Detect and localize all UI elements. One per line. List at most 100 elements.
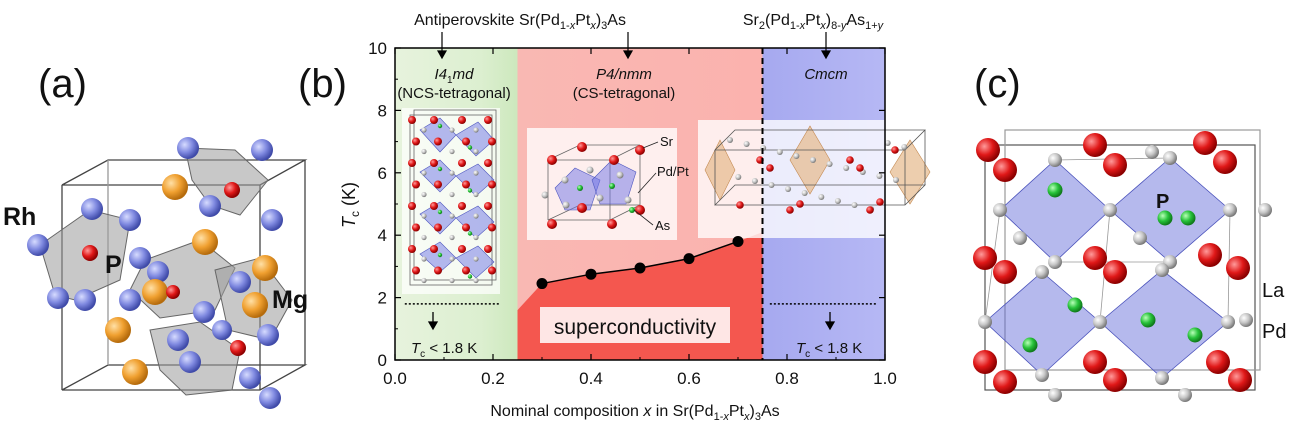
pd-atom	[473, 213, 479, 219]
pd-atom	[421, 127, 427, 133]
la-atom	[993, 158, 1017, 182]
pd-atom	[1093, 315, 1107, 329]
x-tick-label: 0.8	[775, 369, 799, 388]
sr-atom	[635, 205, 645, 215]
y-tick-label: 4	[378, 226, 387, 245]
p-atom	[1157, 210, 1173, 226]
structure-inset-cs: Sr Pd/Pt As	[527, 128, 689, 240]
sr-atom	[434, 266, 442, 275]
la-atom	[976, 138, 1000, 162]
pd-atom	[1035, 368, 1049, 382]
la-atom	[1103, 153, 1127, 177]
pd-atom	[624, 196, 632, 204]
structure-c: P La Pd	[973, 129, 1286, 402]
sr-atom	[462, 266, 470, 275]
sr-atom	[412, 137, 420, 146]
sr-atom	[488, 223, 496, 232]
as-atom	[437, 209, 443, 215]
as-atom	[609, 183, 615, 189]
atom-label-p-c: P	[1156, 191, 1169, 213]
sr-atom	[434, 223, 442, 232]
y-tick-label: 2	[378, 289, 387, 308]
pd-atom	[561, 176, 569, 184]
pd-atom	[586, 166, 594, 174]
pd-atom	[473, 277, 479, 284]
label-as: As	[655, 218, 671, 233]
sr-atom	[488, 137, 496, 146]
tc-point	[683, 253, 695, 265]
as-atom	[437, 123, 443, 129]
pd-atom	[776, 149, 783, 155]
atom-label-pd: Pd	[1262, 321, 1286, 343]
sr-atom	[408, 159, 416, 167]
sr-atom	[796, 200, 804, 208]
p-atom	[1022, 337, 1038, 353]
pd-atom	[449, 277, 455, 284]
tc-series-points	[536, 235, 744, 290]
pd-atom	[735, 174, 742, 180]
top-label-arrows	[436, 32, 832, 60]
sr-atom	[430, 202, 438, 210]
la-atom	[993, 260, 1017, 284]
atom-label-rh: Rh	[3, 203, 36, 231]
y-axis-label: Tc (K)	[339, 182, 362, 228]
octahedra-c	[984, 157, 1231, 379]
pd-atom	[843, 165, 850, 171]
pd-atom	[901, 144, 908, 150]
sr-atom	[846, 156, 854, 164]
as-atom	[467, 145, 473, 150]
p-atom	[1180, 210, 1196, 226]
sr-atom	[462, 137, 470, 146]
sr-atom	[484, 202, 492, 210]
chart-b: Sr Pd/Pt As	[339, 12, 942, 423]
y-tick-label: 6	[378, 164, 387, 183]
as-atom	[437, 166, 443, 172]
as-atom	[629, 207, 635, 213]
sr-atom	[458, 202, 466, 210]
pd-atom	[473, 148, 479, 155]
la-atom	[1083, 246, 1107, 270]
pd-atom	[449, 127, 455, 133]
pd-atom	[993, 203, 1007, 217]
tc-point	[536, 278, 548, 290]
la-atom	[1083, 350, 1107, 374]
sr-atom	[891, 146, 899, 154]
sr-atom	[607, 219, 617, 229]
pd-atom	[473, 170, 479, 176]
tc-bound-label-right: Tc < 1.8 K	[796, 340, 862, 360]
x-tick-label: 0.6	[677, 369, 701, 388]
mg-atoms	[105, 174, 278, 385]
as-atom	[437, 252, 443, 258]
sr-atom	[488, 180, 496, 189]
tc-bound-arrows	[427, 312, 836, 331]
pd-atom	[1048, 388, 1062, 402]
x-axis-label: Nominal composition x in Sr(Pd1-xPtx)3As	[490, 403, 779, 423]
pd-atom	[801, 190, 808, 196]
pd-atom	[449, 191, 455, 198]
la-atom	[1193, 131, 1217, 155]
sr-atom	[434, 180, 442, 189]
x-tick-label: 0.2	[481, 369, 505, 388]
la-atom	[1226, 256, 1250, 280]
region-title-cmcm: Cmcm	[804, 66, 847, 83]
la-atom	[1103, 368, 1127, 392]
sr-atom	[547, 155, 557, 165]
label-pdpt: Pd/Pt	[657, 164, 689, 179]
pd-atom	[810, 157, 816, 163]
la-atom	[1206, 350, 1230, 374]
pd-atom	[421, 170, 427, 176]
top-label-sr2: Sr2(Pd1-xPtx)8-yAs1+y	[743, 12, 885, 32]
pd-atom	[541, 191, 549, 199]
rh-atoms	[27, 137, 283, 409]
tc-point	[585, 268, 597, 280]
la-atom	[1083, 133, 1107, 157]
tc-point	[732, 235, 744, 247]
x-tick-label: 1.0	[873, 369, 897, 388]
pd-atom	[473, 127, 479, 133]
pd-atom	[473, 234, 479, 241]
pd-atom	[1155, 371, 1169, 385]
pd-atom	[1258, 203, 1272, 217]
superconductivity-label: superconductivity	[554, 316, 717, 339]
pd-atom	[818, 194, 825, 200]
pd-atom	[1178, 388, 1192, 402]
